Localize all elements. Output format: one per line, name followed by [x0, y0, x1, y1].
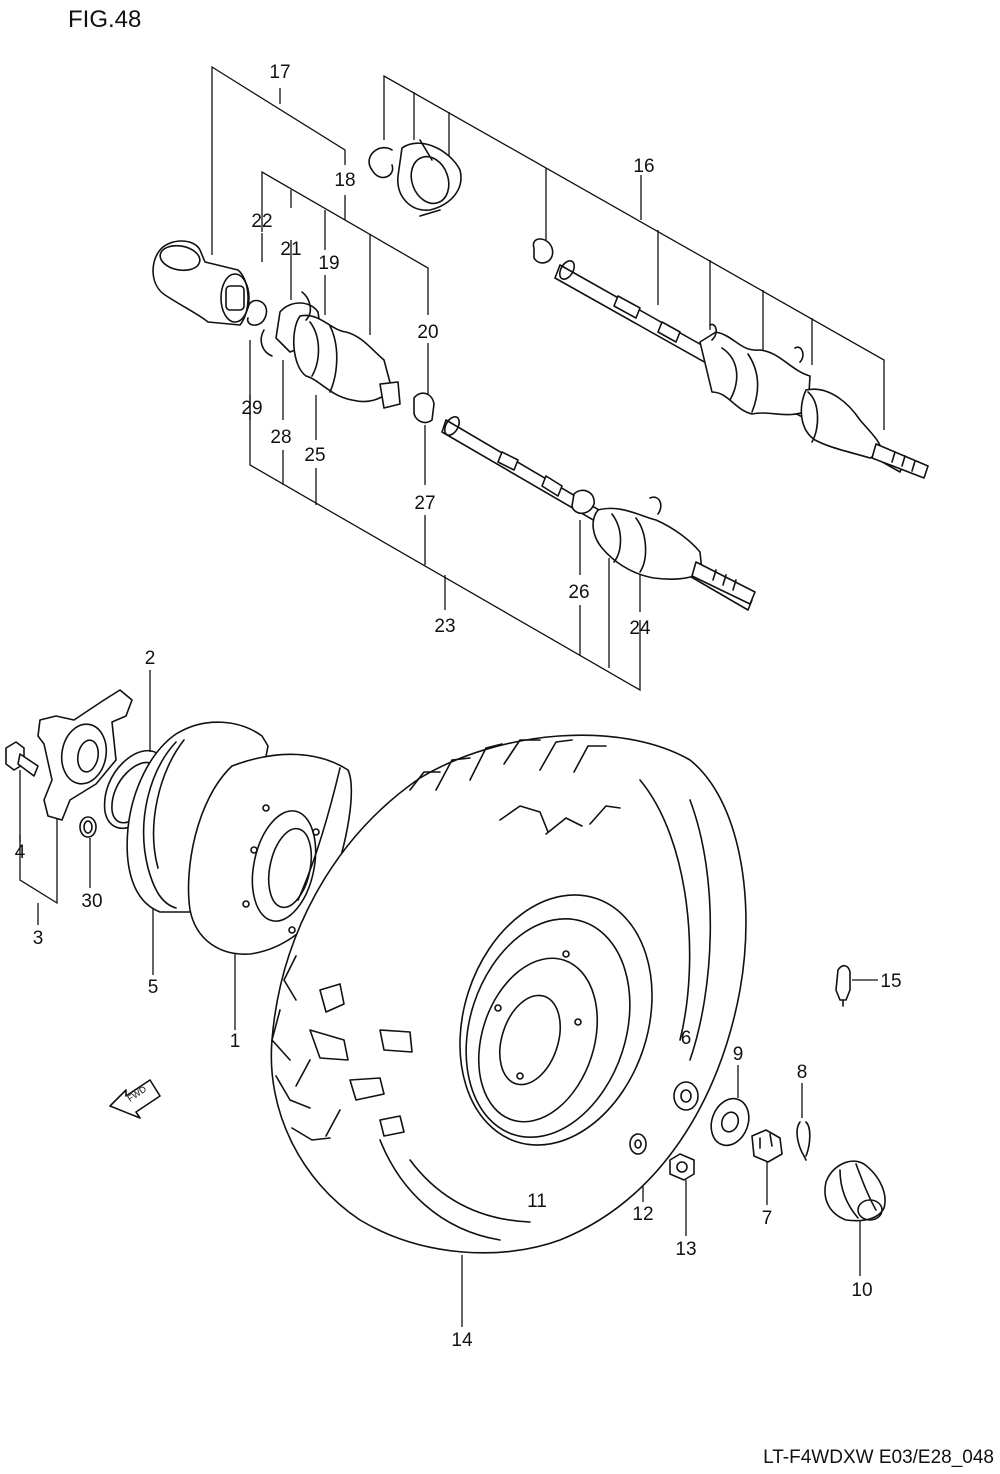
- callout-8: 8: [797, 1062, 808, 1083]
- callout-28: 28: [270, 427, 291, 448]
- callout-27: 27: [414, 493, 435, 514]
- callout-18: 18: [334, 170, 355, 191]
- callout-16: 16: [633, 156, 654, 177]
- figure-code: LT-F4WDXW E03/E28_048: [763, 1447, 994, 1468]
- callout-11: 11: [527, 1191, 547, 1212]
- callout-4: 4: [15, 842, 26, 863]
- drive-shaft-upper: [368, 139, 929, 479]
- callout-29: 29: [241, 398, 262, 419]
- callout-labels: 17 18 22 21 19 20 16 29 28 25 27 26 24 2…: [15, 62, 902, 1351]
- callout-23: 23: [434, 616, 455, 637]
- callout-12: 12: [632, 1204, 653, 1225]
- callout-9: 9: [733, 1044, 744, 1065]
- callout-25: 25: [304, 445, 325, 466]
- callout-22: 22: [251, 211, 272, 232]
- callout-24: 24: [629, 618, 651, 639]
- callout-10: 10: [851, 1280, 872, 1301]
- callout-1: 1: [230, 1031, 241, 1052]
- cv-joint-group: [152, 240, 435, 424]
- wheel-tire: [270, 734, 747, 1254]
- callout-3: 3: [33, 928, 44, 949]
- fwd-arrow-icon: FWD: [109, 1079, 161, 1119]
- figure-title: FIG.48: [68, 6, 141, 33]
- hub-brake-parts: [5, 689, 353, 955]
- callout-17: 17: [269, 62, 290, 83]
- callout-6: 6: [681, 1028, 692, 1049]
- callout-5: 5: [148, 977, 159, 998]
- callout-21: 21: [280, 239, 301, 260]
- callout-13: 13: [675, 1239, 696, 1260]
- leader-lines: [19, 65, 885, 1327]
- callout-20: 20: [417, 322, 438, 343]
- callout-26: 26: [568, 582, 589, 603]
- callout-19: 19: [318, 253, 339, 274]
- callout-14: 14: [451, 1330, 473, 1351]
- callout-30: 30: [81, 891, 102, 912]
- small-parts: [629, 964, 886, 1222]
- drive-shaft-lower: [441, 416, 756, 611]
- callout-15: 15: [880, 971, 901, 992]
- callout-7: 7: [762, 1208, 773, 1229]
- callout-2: 2: [145, 648, 156, 669]
